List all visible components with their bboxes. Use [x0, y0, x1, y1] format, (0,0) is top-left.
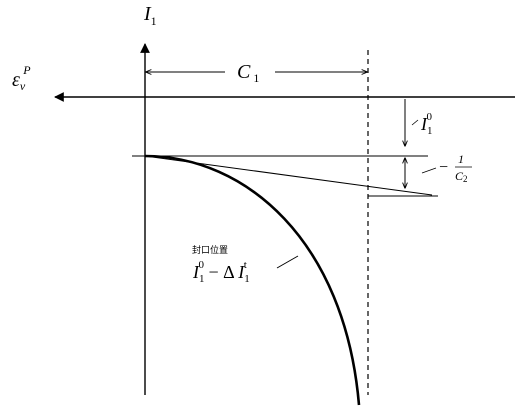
horizontal-axis-label: εvP [12, 63, 31, 93]
slope-label: − 1 C2 [438, 152, 472, 184]
slope-leader-line [421, 167, 437, 174]
seal-curve [144, 154, 361, 406]
seal-leader-line [276, 255, 299, 269]
svg-text:−: − [438, 159, 449, 176]
vertical-axis-label: I1 [143, 3, 157, 28]
offset-leader-line [411, 119, 419, 126]
seal-expression: I10 − Δ I1t [192, 259, 250, 285]
offset-label: I10 [420, 111, 433, 137]
svg-text:C2: C2 [455, 169, 468, 184]
seal-caption: 封口位置 [192, 244, 228, 256]
svg-text:1: 1 [458, 152, 464, 166]
